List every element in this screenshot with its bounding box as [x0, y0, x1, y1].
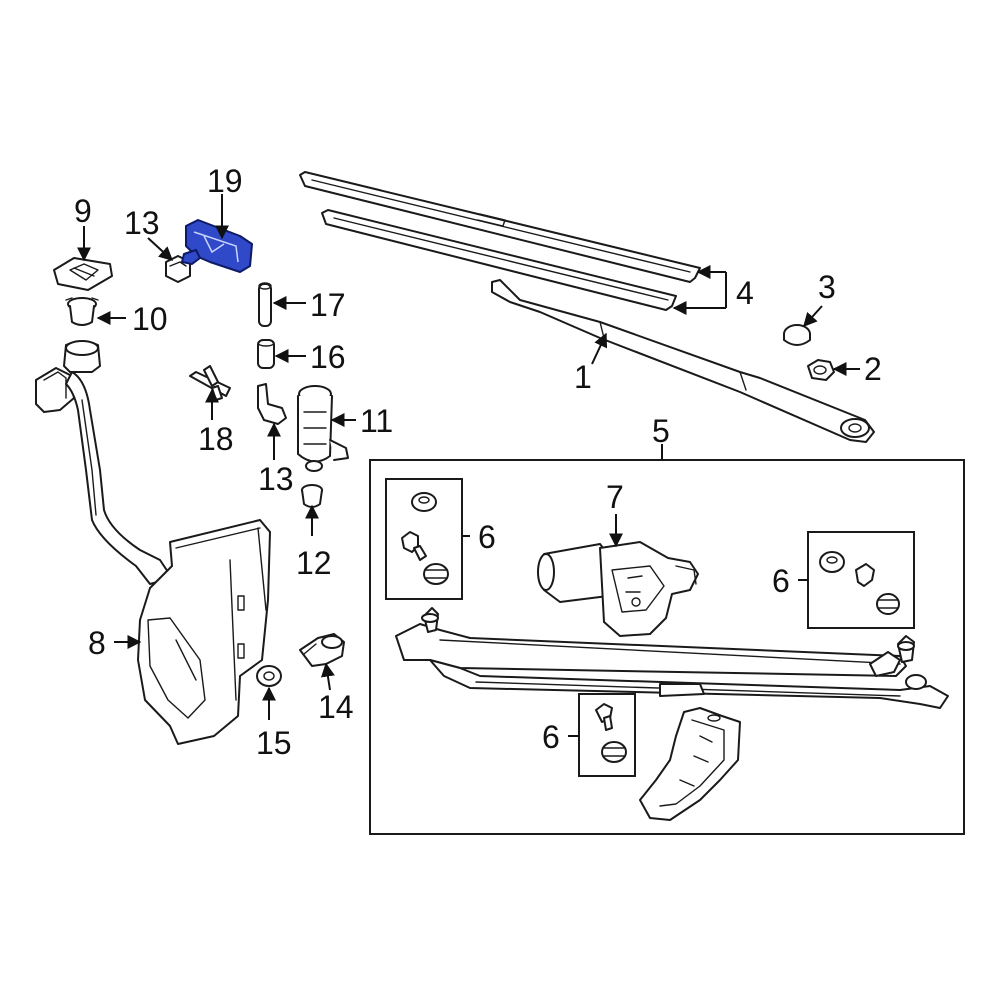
callout-5: 5	[652, 413, 670, 449]
grommet-kit-box-left	[385, 478, 463, 600]
callout-2: 2	[864, 351, 882, 387]
reservoir-cap-seal[interactable]	[53, 257, 113, 291]
washer-reservoir[interactable]	[35, 340, 271, 745]
callout-16: 16	[310, 339, 346, 375]
grommet-kit-right[interactable]	[819, 551, 900, 615]
washer-pump[interactable]	[297, 385, 349, 472]
callout-labels: 19 13 9 10 17 16 18 13 11 12 14 15 8 4 1…	[74, 163, 882, 761]
callout-14: 14	[318, 689, 354, 725]
pivot-cap[interactable]	[783, 324, 811, 346]
linkage-assembly-frame	[369, 459, 965, 835]
callout-13-lower: 13	[258, 461, 294, 497]
wiper-blade-lower[interactable]	[321, 209, 677, 311]
callout-18: 18	[198, 421, 234, 457]
callout-11: 11	[360, 403, 393, 439]
hose-16[interactable]	[257, 339, 275, 369]
callout-6-right: 6	[772, 563, 790, 599]
sensor-grommet[interactable]	[256, 665, 282, 687]
callout-15: 15	[256, 725, 292, 761]
callout-19: 19	[207, 163, 243, 199]
hose-17[interactable]	[258, 282, 272, 327]
hose-connector-18[interactable]	[189, 365, 231, 401]
reservoir-neck-adapter[interactable]	[65, 297, 99, 326]
grommet-kit-left[interactable]	[401, 492, 449, 585]
callout-17: 17	[310, 287, 346, 323]
callout-4: 4	[736, 275, 754, 311]
callout-7: 7	[606, 479, 624, 515]
callout-8: 8	[88, 625, 106, 661]
callout-3: 3	[818, 269, 836, 305]
callout-6-left: 6	[478, 519, 496, 555]
leaders	[77, 194, 860, 737]
level-sensor[interactable]	[299, 633, 345, 667]
hose-elbow-13[interactable]	[257, 383, 287, 425]
wiper-linkage[interactable]	[395, 607, 949, 821]
callout-12: 12	[296, 545, 332, 581]
wiper-arm[interactable]	[491, 279, 875, 443]
callout-13-upper: 13	[124, 205, 160, 241]
grommet-kit-bottom[interactable]	[595, 703, 627, 763]
callout-10: 10	[132, 301, 168, 337]
callout-1: 1	[574, 359, 592, 395]
wiper-motor[interactable]	[537, 541, 699, 637]
pump-grommet[interactable]	[301, 484, 323, 508]
wiper-blade-upper[interactable]	[299, 171, 701, 283]
pivot-nut[interactable]	[807, 359, 835, 381]
washer-nozzle-highlighted[interactable]	[181, 219, 253, 273]
callout-6-bottom: 6	[542, 719, 560, 755]
callout-9: 9	[74, 193, 92, 229]
